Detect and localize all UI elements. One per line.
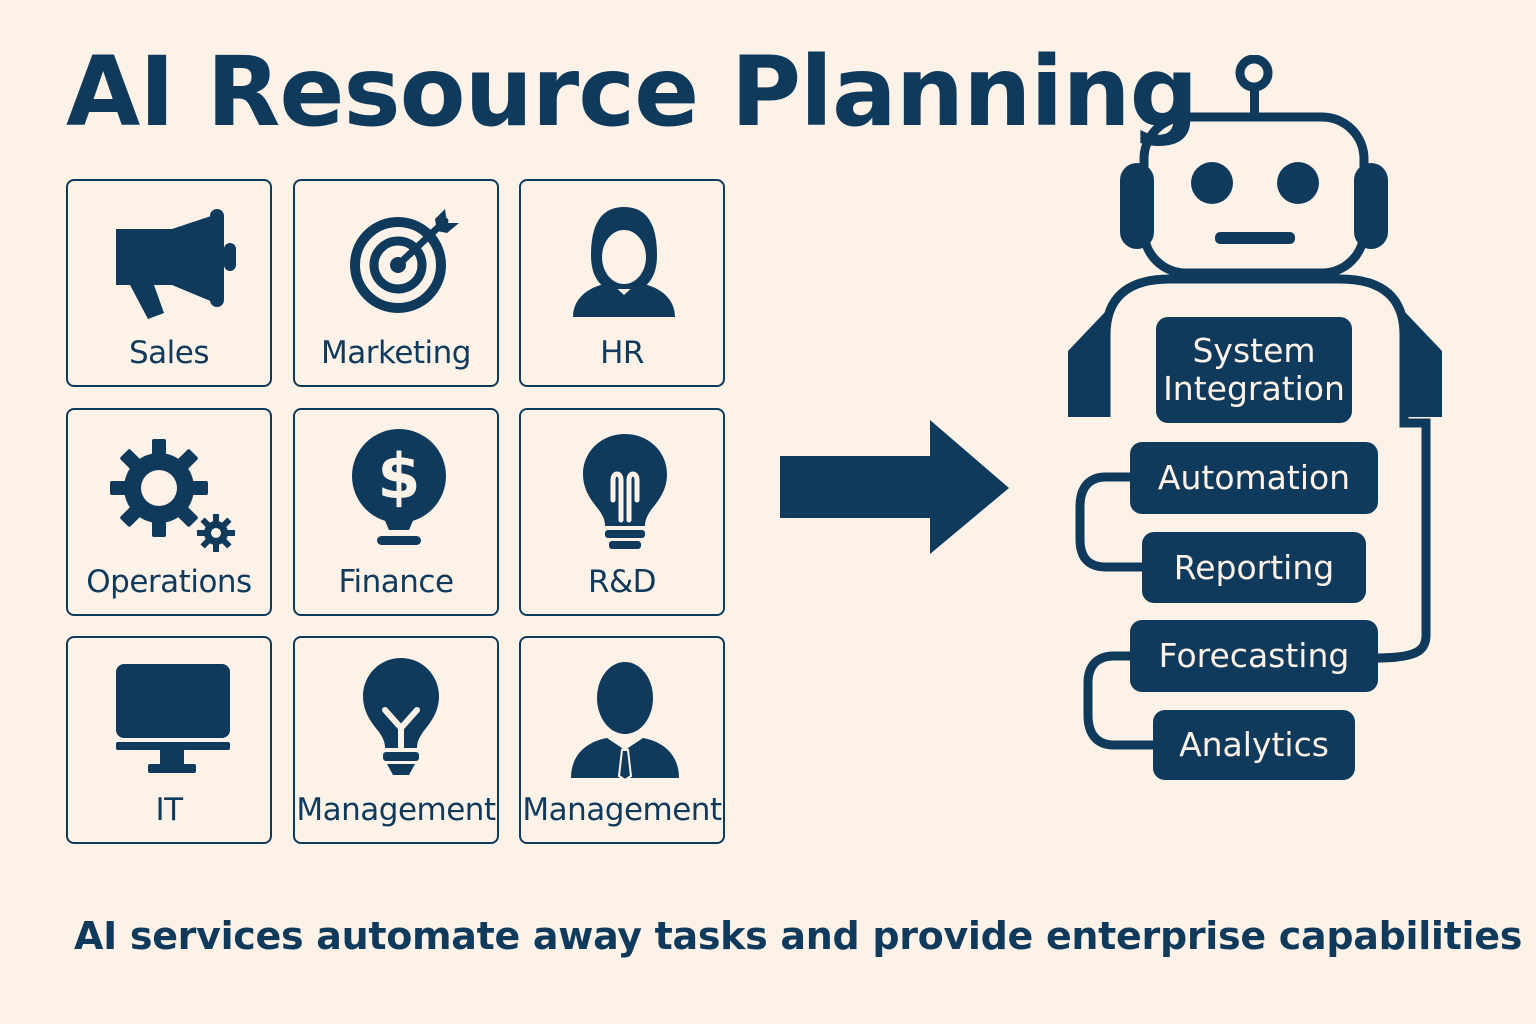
target-arrow-icon <box>350 209 459 313</box>
dept-tile-rnd: R&D <box>519 408 725 616</box>
dept-label: Operations <box>86 564 252 600</box>
capability-reporting: Reporting <box>1142 532 1366 603</box>
dept-tile-management-1: Management <box>293 636 499 844</box>
dollar-lightbulb-icon: $ <box>352 429 446 545</box>
department-grid: Sales Marketing HR <box>66 179 729 848</box>
page-title: AI Resource Planning <box>66 36 1198 148</box>
lightbulb-icon <box>583 434 667 549</box>
person-woman-icon <box>573 207 675 317</box>
dept-label: Sales <box>128 335 210 371</box>
dept-tile-operations: Operations <box>66 408 272 616</box>
dept-label: IT <box>155 792 183 828</box>
capability-analytics: Analytics <box>1153 710 1355 780</box>
megaphone-icon <box>116 209 236 319</box>
dept-tile-it: IT <box>66 636 272 844</box>
svg-text:$: $ <box>377 440 420 513</box>
robot-icon <box>1068 55 1442 750</box>
dept-tile-sales: Sales <box>66 179 272 387</box>
capability-forecasting: Forecasting <box>1130 620 1378 692</box>
dept-label: R&D <box>587 564 657 600</box>
gears-icon <box>110 439 235 552</box>
businessman-icon <box>571 662 679 782</box>
dept-label: Marketing <box>320 335 472 371</box>
dept-label: Management <box>522 792 722 828</box>
dept-label: HR <box>600 335 644 371</box>
caption: AI services automate away tasks and prov… <box>74 914 1523 958</box>
dept-tile-finance: $ Finance <box>293 408 499 616</box>
dept-label: Management <box>296 792 496 828</box>
dept-tile-hr: HR <box>519 179 725 387</box>
monitor-icon <box>116 664 230 773</box>
capability-automation: Automation <box>1130 442 1378 514</box>
capability-system-integration: System Integration <box>1156 317 1352 423</box>
right-arrow-icon <box>780 420 1009 554</box>
dept-tile-management-2: Management <box>519 636 725 844</box>
lightbulb-icon <box>363 658 439 775</box>
dept-tile-marketing: Marketing <box>293 179 499 387</box>
dept-label: Finance <box>338 564 454 600</box>
